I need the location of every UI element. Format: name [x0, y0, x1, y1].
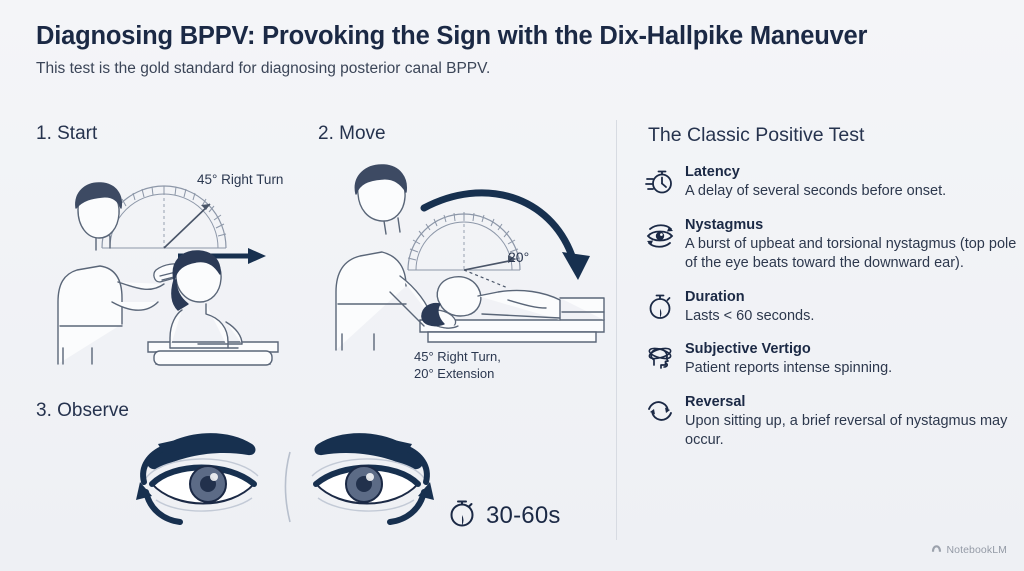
step-2-caption-line-2: 20° Extension [414, 366, 495, 381]
step-1-illustration [30, 152, 320, 377]
watermark: NotebookLM [931, 541, 1007, 559]
fact-description: A delay of several seconds before onset. [685, 183, 947, 199]
protractor-1 [101, 185, 227, 249]
dizzy-head-icon [645, 343, 675, 373]
left-eye [136, 433, 259, 525]
page-title: Diagnosing BPPV: Provoking the Sign with… [36, 22, 868, 50]
eye-rotation-icon [645, 219, 675, 249]
step-3-heading: 3. Observe [36, 400, 129, 421]
protractor-2 [407, 212, 521, 289]
header: Diagnosing BPPV: Provoking the Sign with… [36, 22, 988, 78]
list-item: Duration Lasts < 60 seconds. [645, 287, 1017, 327]
page-subtitle: This test is the gold standard for diagn… [36, 60, 491, 77]
fact-term: Reversal [685, 393, 746, 410]
list-item: Subjective Vertigo Patient reports inten… [645, 339, 1017, 379]
vertical-divider [616, 120, 617, 540]
notebooklm-logo-icon [931, 541, 942, 559]
stopwatch-icon [447, 498, 477, 533]
list-item: Reversal Upon sitting up, a brief revers… [645, 392, 1017, 451]
step-1-heading: 1. Start [36, 123, 98, 144]
step-2-caption-line-1: 45° Right Turn, [414, 349, 501, 364]
stopwatch-lines-icon [645, 166, 675, 196]
fact-description: Lasts < 60 seconds. [685, 307, 815, 324]
observation-timer-badge: 30-60s [447, 498, 561, 533]
step-2-caption: 45° Right Turn, 20° Extension [414, 348, 501, 382]
observation-timer-value: 30-60s [486, 501, 561, 529]
fact-term: Duration [685, 288, 745, 305]
step-2-illustration [312, 152, 612, 352]
list-item: Latency A delay of several seconds befor… [645, 162, 1017, 202]
step-2-annotation: 20° [508, 249, 530, 265]
refresh-cycle-icon [645, 396, 675, 426]
step-1-annotation: 45° Right Turn [197, 172, 284, 187]
fact-term: Latency [685, 164, 740, 180]
fact-term: Nystagmus [685, 216, 764, 233]
motion-arrow-2 [420, 189, 590, 280]
right-eye [311, 433, 434, 525]
fact-description: Patient reports intense spinning. [685, 360, 893, 376]
list-item: Nystagmus A burst of upbeat and torsiona… [645, 215, 1017, 274]
panel-heading: The Classic Positive Test [648, 124, 865, 146]
fact-term: Subjective Vertigo [685, 341, 811, 357]
positive-test-list: Latency A delay of several seconds befor… [645, 162, 1017, 464]
fact-description: Upon sitting up, a brief reversal of nys… [685, 412, 1008, 449]
step-2-heading: 2. Move [318, 123, 386, 144]
stopwatch-filled-icon [645, 291, 675, 321]
fact-description: A burst of upbeat and torsional nystagmu… [685, 235, 1017, 272]
step-3-illustration [130, 418, 440, 548]
watermark-label: NotebookLM [946, 544, 1007, 556]
